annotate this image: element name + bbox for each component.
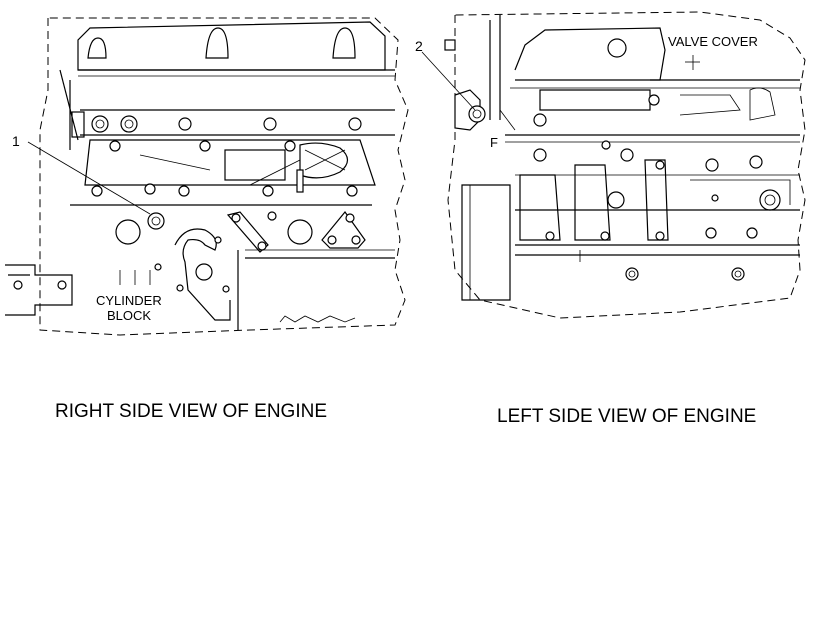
callout-1-number: 1: [12, 133, 20, 149]
left-view-phantom-outline: [447, 11, 806, 319]
left-valve-cover: [510, 27, 800, 127]
right-view-phantom-outline: [39, 17, 409, 336]
left-rocker-area: [515, 140, 800, 246]
right-block-features: [115, 211, 395, 330]
right-left-bracket: [5, 264, 73, 316]
valve-cover-label: VALVE COVER: [668, 34, 758, 49]
right-manifold: [84, 139, 376, 197]
right-valve-cover: [77, 21, 395, 77]
right-cylinder-head: [59, 69, 395, 150]
right-view-caption: RIGHT SIDE VIEW OF ENGINE: [55, 401, 327, 422]
letter-f: F: [490, 135, 498, 150]
right-side-engine-view: 1 CYLINDER BLOCK RIGHT SIDE VIEW OF ENGI…: [5, 17, 409, 422]
left-front-housing: F: [444, 15, 516, 150]
cylinder-label: CYLINDER: [96, 293, 162, 308]
callout-2-number: 2: [415, 38, 423, 54]
callout-2-leader: [421, 51, 476, 111]
left-side-engine-view: F: [415, 11, 806, 427]
block-label: BLOCK: [107, 308, 151, 323]
callout-1-leader: [27, 141, 151, 215]
left-lower-block: [461, 184, 800, 301]
left-view-caption: LEFT SIDE VIEW OF ENGINE: [497, 406, 756, 427]
